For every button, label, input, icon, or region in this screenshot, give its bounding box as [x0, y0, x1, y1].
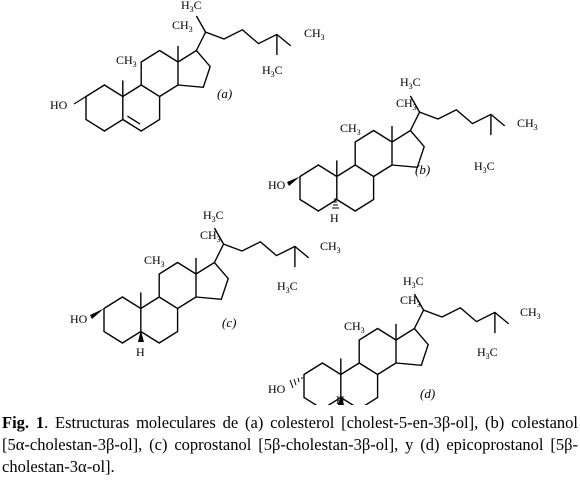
methyl-label: H3C [277, 279, 298, 295]
methyl-label: H3C [477, 345, 498, 361]
methyl-label: H3C [262, 63, 283, 79]
structure-b [299, 95, 506, 212]
methyl-label: CH3 [320, 239, 341, 255]
figure-number: Fig. 1 [2, 413, 45, 432]
hydroxyl-label: HO [268, 178, 286, 192]
caption-text: . Estructuras moleculares de (a) coleste… [2, 413, 578, 476]
structure-a-labels: HO CH3 CH3 H3C CH3 H3C (a) [50, 0, 325, 112]
hydrogen-label: H [330, 211, 339, 225]
methyl-label: H3C [474, 159, 495, 175]
hashed-bond [289, 377, 303, 389]
panel-label-d: (d) [420, 386, 435, 401]
methyl-label: CH3 [400, 293, 421, 309]
panel-label-b: (b) [415, 162, 430, 177]
molecular-structures-figure: HO CH3 CH3 H3C CH3 H3C (a) HO H CH3 CH3 … [50, 0, 541, 405]
structure-b-labels: HO H CH3 CH3 H3C CH3 H3C (b) [268, 75, 538, 225]
methyl-label: H3C [203, 208, 224, 224]
methyl-label: H3C [403, 274, 424, 290]
methyl-label: CH3 [340, 121, 361, 137]
methyl-label: CH3 [517, 116, 538, 132]
hydrogen-label: H [336, 393, 345, 405]
methyl-label: CH3 [396, 96, 417, 112]
methyl-label: CH3 [200, 228, 221, 244]
hashed-bond [332, 198, 339, 209]
hydroxyl-label: HO [268, 382, 286, 396]
hydroxyl-label: HO [50, 98, 68, 112]
structure-c-labels: HO H CH3 CH3 H3C CH3 H3C (c) [70, 208, 341, 359]
methyl-label: CH3 [344, 319, 365, 335]
methyl-label: H3C [181, 0, 202, 14]
methyl-label: CH3 [172, 18, 193, 34]
methyl-label: H3C [400, 75, 421, 91]
methyl-label: CH3 [304, 26, 325, 42]
methyl-label: CH3 [116, 53, 137, 69]
structure-a [85, 15, 292, 132]
structure-d-labels: HO H CH3 CH3 H3C CH3 H3C (d) [268, 274, 541, 405]
hydroxyl-label: HO [70, 312, 88, 326]
hydrogen-label: H [136, 345, 145, 359]
methyl-label: CH3 [144, 253, 165, 269]
methyl-label: CH3 [520, 305, 541, 321]
figure-caption: Fig. 1. Estructuras moleculares de (a) c… [2, 412, 578, 478]
panel-label-a: (a) [217, 86, 232, 101]
panel-label-c: (c) [222, 315, 236, 330]
